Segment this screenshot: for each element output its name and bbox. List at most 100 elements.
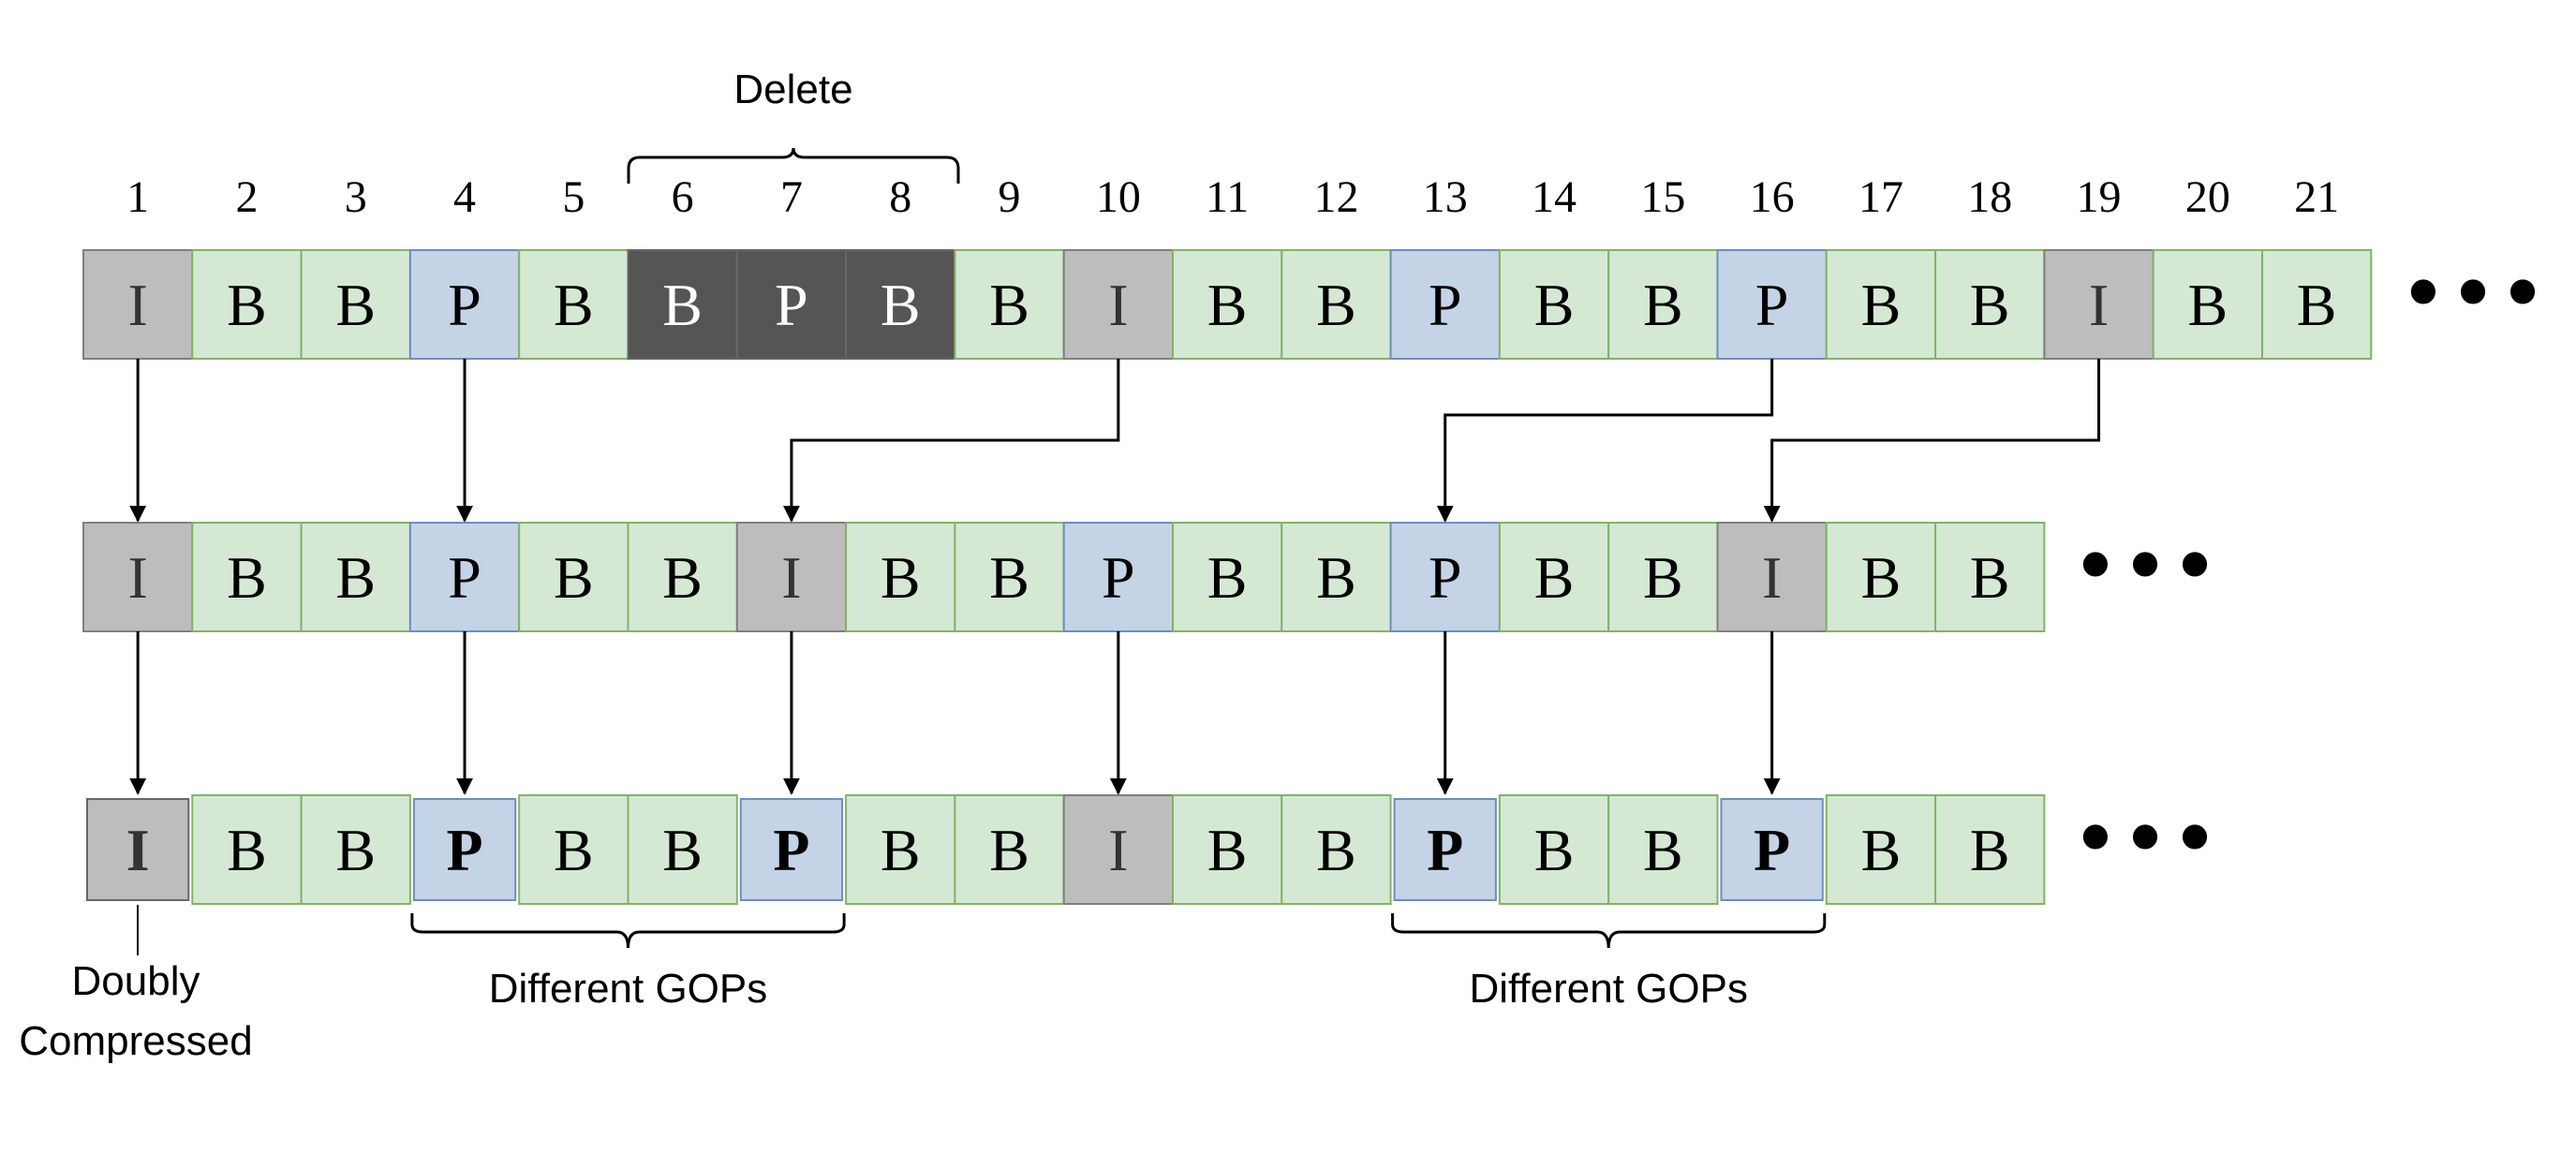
frame-cell-B: B [954, 249, 1065, 360]
frame-cell-P: P [1389, 522, 1501, 632]
frame-cell-B: B [845, 249, 956, 360]
frame-number-label: 10 [1096, 172, 1141, 222]
frame-cell-B: B [1498, 249, 1610, 360]
frame-type-label: I [127, 272, 147, 338]
frame-number-label: 18 [1967, 172, 2012, 222]
frame-type-label: B [1316, 544, 1356, 611]
frame-type-label: B [1316, 272, 1356, 338]
frame-type-label: I [1762, 544, 1782, 611]
frame-type-label: B [662, 272, 703, 338]
different-gops-brace [1391, 913, 1827, 949]
doubly-compressed-label-line1: Doubly [72, 958, 200, 1004]
frame-type-label: I [1108, 817, 1128, 883]
frame-cell-I: I [1062, 794, 1174, 905]
frame-cell-B: B [954, 522, 1065, 632]
frame-cell-B: B [191, 522, 303, 632]
frame-type-label: P [447, 817, 483, 883]
frame-type-label: I [126, 817, 150, 883]
frame-box [2152, 249, 2263, 360]
frame-box [300, 794, 411, 905]
frame-box [191, 249, 303, 360]
frame-cell-I: I [82, 522, 194, 632]
frame-box [1825, 249, 1937, 360]
doubly-compressed-label-line2: Compressed [19, 1018, 252, 1064]
frame-box [1389, 249, 1501, 360]
frame-number-label: 8 [889, 172, 911, 222]
frame-box [1281, 794, 1392, 905]
frame-box [1498, 522, 1610, 632]
frame-cell-B: B [518, 249, 629, 360]
frame-cell-B: B [1172, 522, 1283, 632]
row2-continuation-dots: ••• [2070, 518, 2219, 616]
frame-cell-B: B [518, 522, 629, 632]
frame-type-label: B [662, 817, 703, 883]
frame-box [845, 794, 956, 905]
frame-box [1281, 522, 1392, 632]
frame-mapping-arrows [129, 359, 2101, 795]
frame-box [627, 794, 738, 905]
frame-type-label: P [1755, 272, 1789, 338]
frame-cell-P: P [735, 249, 848, 360]
frame-cell-B: B [627, 249, 738, 360]
frame-cell-B: B [1607, 249, 1719, 360]
frame-type-label: B [227, 272, 267, 338]
frame-cell-B: B [191, 249, 303, 360]
frame-type-label: I [127, 544, 147, 611]
frame-cell-B: B [1172, 249, 1283, 360]
frame-type-label: I [1108, 272, 1128, 338]
frame-box [412, 798, 517, 901]
frame-box [1172, 249, 1283, 360]
frame-number-label: 21 [2294, 172, 2339, 222]
frame-cell-I: I [82, 249, 194, 360]
frame-cell-B: B [1934, 794, 2046, 905]
frame-number-label: 13 [1423, 172, 1468, 222]
frame-cell-I: I [735, 522, 848, 632]
frame-box [518, 522, 629, 632]
frame-type-label: P [1429, 544, 1462, 611]
frame-cell-B: B [2261, 249, 2373, 360]
frame-cell-B: B [845, 522, 956, 632]
frame-type-label: B [1207, 817, 1248, 883]
frame-number-label: 4 [453, 172, 476, 222]
frame-type-label: B [1861, 272, 1902, 338]
frame-cell-B: B [627, 794, 738, 905]
frame-box [1498, 249, 1610, 360]
frame-cell-P: P [408, 249, 521, 360]
frame-type-label: B [989, 272, 1029, 338]
frame-box [1393, 798, 1497, 901]
frame-cell-B: B [1498, 522, 1610, 632]
frame-type-label: B [1207, 544, 1248, 611]
frame-type-label: B [227, 817, 267, 883]
frame-type-label: B [2297, 272, 2337, 338]
frame-type-label: B [1970, 544, 2010, 611]
frame-type-label: P [1754, 817, 1790, 883]
frame-type-label: P [1427, 817, 1463, 883]
frame-type-label: B [881, 544, 921, 611]
frame-box [627, 522, 738, 632]
frame-box [300, 249, 411, 360]
frame-number-label: 7 [780, 172, 803, 222]
frame-box [1720, 798, 1824, 901]
frame-type-label: P [1429, 272, 1462, 338]
frame-cell-P: P [1062, 522, 1174, 632]
frame-type-label: B [554, 272, 594, 338]
frame-box [1172, 522, 1283, 632]
frame-cell-B: B [2152, 249, 2263, 360]
delete-brace [627, 147, 960, 184]
frame-cell-B: B [1281, 249, 1392, 360]
frame-type-label: B [554, 817, 594, 883]
frame-type-label: B [335, 544, 376, 611]
frame-type-label: B [1534, 544, 1575, 611]
frame-box [1607, 794, 1719, 905]
deleted-frame-box [627, 249, 738, 360]
frame-box [1825, 794, 1937, 905]
frame-cell-B: B [1172, 794, 1283, 905]
frame-cell-P: P [412, 798, 517, 901]
frame-number-label: 20 [2185, 172, 2230, 222]
frame-cell-P: P [1393, 798, 1497, 901]
